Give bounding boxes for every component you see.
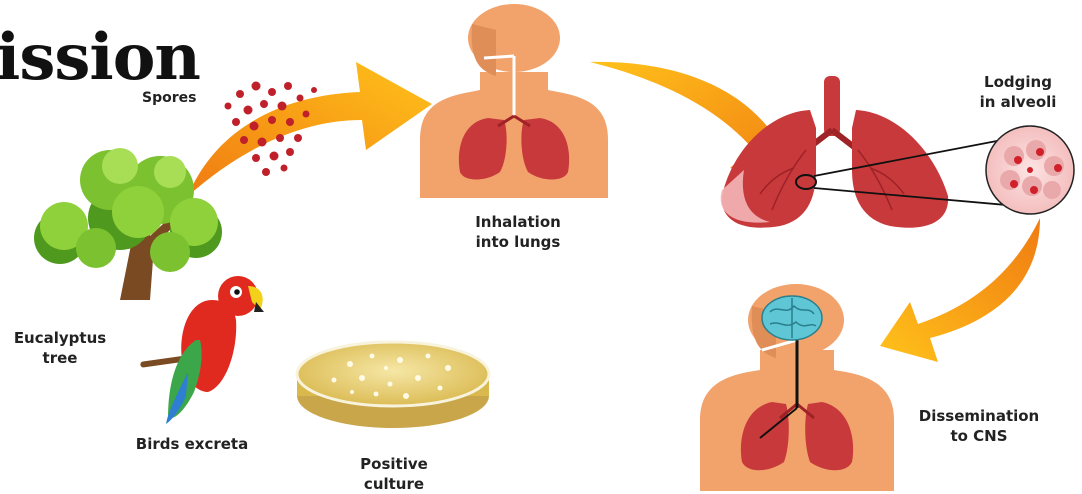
- culture-label-line2: culture: [344, 474, 444, 494]
- eucalyptus-label-line2: tree: [0, 348, 120, 368]
- dissemination-label-line1: Dissemination: [904, 406, 1054, 426]
- lodging-label-line2: in alveoli: [968, 92, 1068, 112]
- tree-icon: [34, 148, 222, 300]
- culture-label-line1: Positive: [344, 454, 444, 474]
- inhalation-label: Inhalation into lungs: [446, 212, 590, 252]
- dissemination-label-line2: to CNS: [904, 426, 1054, 446]
- lodging-label-line1: Lodging: [968, 72, 1068, 92]
- brain-icon: [762, 296, 822, 340]
- arrow-to-cns-icon: [880, 218, 1040, 362]
- inhalation-label-line2: into lungs: [446, 232, 590, 252]
- culture-label: Positive culture: [344, 454, 444, 494]
- birds-label: Birds excreta: [124, 434, 260, 454]
- eucalyptus-label-line1: Eucalyptus: [0, 328, 120, 348]
- spores-label: Spores: [142, 88, 196, 108]
- torso-inhalation-icon: [420, 4, 608, 198]
- alveoli-icon: [986, 126, 1074, 214]
- inhalation-label-line1: Inhalation: [446, 212, 590, 232]
- petri-dish-icon: [297, 342, 489, 428]
- parrot-icon: [140, 276, 264, 424]
- eucalyptus-label: Eucalyptus tree: [0, 328, 120, 368]
- lodging-label: Lodging in alveoli: [968, 72, 1068, 112]
- arrow-to-inhalation-icon: [188, 62, 432, 196]
- dissemination-label: Dissemination to CNS: [904, 406, 1054, 446]
